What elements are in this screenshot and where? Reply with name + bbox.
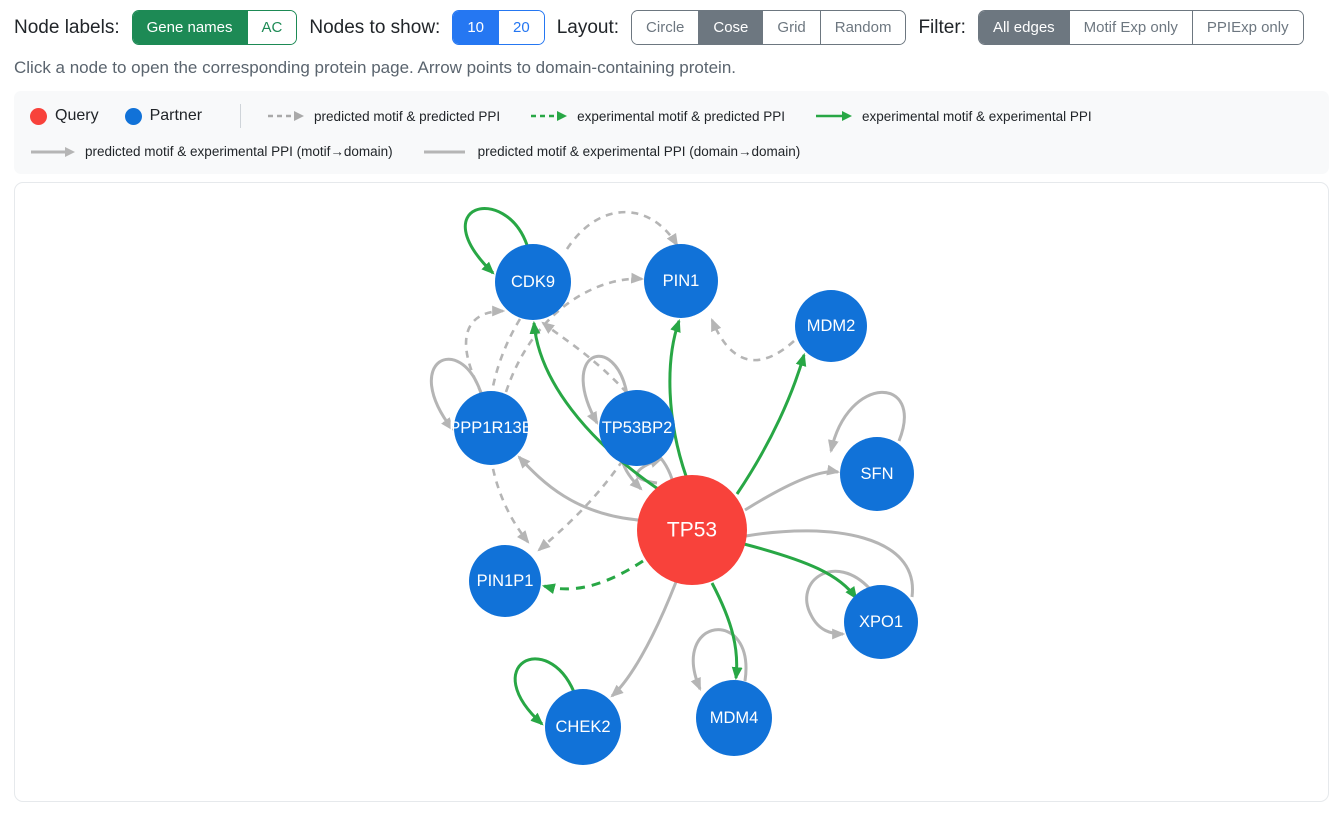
legend-node-type: Partner [124,107,203,125]
partner-node-circle[interactable] [644,244,718,319]
legend-edge-label: predicted motif & predicted PPI [314,108,501,124]
edge-TP53-XPO1 [745,529,914,598]
edge-style-swatch [423,150,465,154]
partner-node-circle[interactable] [469,545,541,618]
edge-style-swatch [816,111,852,122]
layout-option-random[interactable]: Random [819,11,906,45]
partner-node-circle[interactable] [795,290,867,363]
legend-edge-type: predicted motif & experimental PPI (moti… [30,144,393,159]
edge-TP53BP2-CDK9 [541,321,628,395]
graph-node-CDK9[interactable]: CDK9 [495,244,571,321]
legend-edge-type: experimental motif & experimental PPI [815,109,1092,124]
partner-node-dot [124,107,142,125]
graph-node-MDM2[interactable]: MDM2 [795,290,867,363]
graph-node-XPO1[interactable]: XPO1 [844,585,918,660]
graph-node-PIN1P1[interactable]: PIN1P1 [469,545,541,618]
legend-edge-label: experimental motif & predicted PPI [577,108,785,124]
edge-XPO1-XPO1 [805,570,872,640]
layout-option-grid[interactable]: Grid [762,11,820,45]
query-node-dot [30,107,47,125]
legend-row-1: Query Partner predicted motif & predicted … [30,104,1313,129]
filter-option-all-edges[interactable]: All edges [978,11,1069,45]
edge-TP53BP2-PIN1P1 [537,459,625,552]
legend-edge-label: predicted motif & experimental PPI (doma… [477,144,801,160]
legend: Query Partner predicted motif & predicted … [14,91,1329,175]
partner-node-circle[interactable] [844,585,918,660]
edge-SFN-SFN [828,391,906,454]
graph-node-CHEK2[interactable]: CHEK2 [545,689,621,766]
edge-CHEK2-CHEK2 [513,657,576,726]
edge-TP53-PIN1 [668,319,688,477]
graph-node-PPP1R13B[interactable]: PPP1R13B [449,391,533,466]
graph-node-PIN1[interactable]: PIN1 [644,244,718,319]
edge-TP53-SFN [744,465,841,512]
edge-MDM4-MDM4 [690,628,748,692]
edge-CDK9-PIN1 [565,211,679,250]
legend-node-label: Partner [149,107,203,125]
layout-option-cose[interactable]: Cose [698,11,763,45]
node-labels-option-gene-names[interactable]: Gene names [132,11,247,45]
partner-node-circle[interactable] [454,391,528,466]
node-labels-option-ac[interactable]: AC [246,11,297,45]
graph-node-MDM4[interactable]: MDM4 [696,680,772,757]
partner-node-circle[interactable] [545,689,621,766]
edge-TP53-PIN1P1 [541,559,644,595]
graph-node-SFN[interactable]: SFN [840,437,914,512]
graph-node-TP53[interactable]: TP53 [637,475,747,586]
legend-edge-type: predicted motif & predicted PPI [267,109,500,124]
partner-node-circle[interactable] [696,680,772,757]
layout-option-circle[interactable]: Circle [632,11,699,45]
edge-style-swatch [268,111,305,122]
edge-MDM2-PIN1 [710,318,795,362]
nodes-to-show-option-20[interactable]: 20 [498,11,544,45]
layout-label: Layout: [556,16,620,38]
edge-TP53-MDM2 [735,353,807,496]
partner-node-circle[interactable] [599,390,675,467]
legend-edge-type: predicted motif & experimental PPI (doma… [423,144,801,160]
partner-node-circle[interactable] [840,437,914,512]
query-node-circle[interactable] [637,475,747,586]
edge-TP53-PPP1R13B [517,455,639,522]
filter-label: Filter: [918,16,966,38]
legend-row-2: predicted motif & experimental PPI (moti… [30,144,1313,159]
edge-style-swatch [31,146,75,157]
filter-option-motif-exp-only[interactable]: Motif Exp only [1068,11,1192,45]
edge-CDK9-CDK9 [463,207,529,275]
legend-divider [240,104,242,129]
legend-node-label: Query [55,107,99,125]
legend-edge-label: predicted motif & experimental PPI (moti… [85,144,393,160]
edge-TP53BP2-TP53BP2 [581,355,629,426]
edge-PPP1R13B-PPP1R13B [429,358,483,431]
partner-node-circle[interactable] [495,244,571,321]
edge-TP53-CHEK2 [610,581,678,698]
nodes-to-show-label: Nodes to show: [309,16,441,38]
nodes-to-show-option-10[interactable]: 10 [453,11,499,45]
hint-text: Click a node to open the corresponding p… [14,58,737,78]
filter-option-ppiexp-only[interactable]: PPIExp only [1191,11,1303,45]
edge-TP53-MDM4 [710,582,743,681]
legend-edge-type: experimental motif & predicted PPI [530,109,785,124]
edge-PPP1R13B-CDK9 [464,305,506,395]
legend-edge-label: experimental motif & experimental PPI [862,108,1092,124]
legend-node-type: Query [30,107,99,125]
edge-PPP1R13B-PIN1 [504,273,645,393]
edge-style-swatch [531,111,568,122]
edge-TP53-CDK9 [529,321,659,491]
graph-node-TP53BP2[interactable]: TP53BP2 [599,390,675,467]
edge-TP53-XPO1 [743,542,858,601]
node-labels-label: Node labels: [14,16,120,38]
